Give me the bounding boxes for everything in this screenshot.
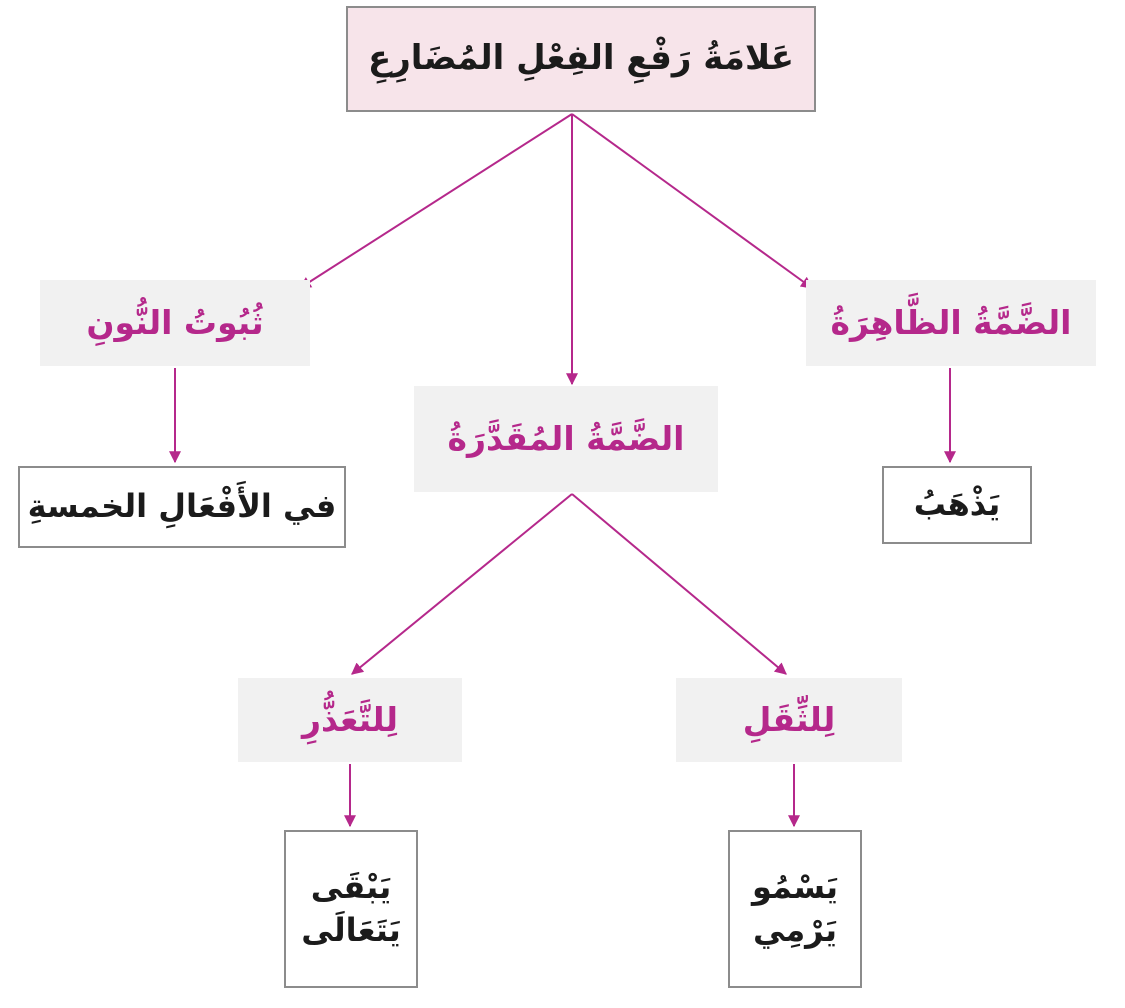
example-box-thiqal: يَسْمُو يَرْمِي — [728, 830, 862, 988]
category-label-muqaddara: الضَّمَّةُ المُقَدَّرَةُ — [447, 418, 685, 458]
category-node-dhahira: الضَّمَّةُ الظَّاهِرَةُ — [806, 280, 1096, 366]
arrow-root-to-nun — [298, 113, 573, 289]
category-node-nun: ثُبُوتُ النُّونِ — [40, 280, 310, 366]
category-label-thiqal: لِلثِّقَلِ — [742, 699, 836, 739]
arrow-root-to-dhahira — [571, 113, 813, 289]
category-node-muqaddara: الضَّمَّةُ المُقَدَّرَةُ — [414, 386, 718, 492]
example-box-yadhhabu: يَذْهَبُ — [882, 466, 1032, 544]
root-label: عَلامَةُ رَفْعِ الفِعْلِ المُضَارِعِ — [368, 38, 794, 79]
example-line: في الأَفْعَالِ الخمسةِ — [27, 487, 337, 526]
category-label-taadhur: لِلتَّعَذُّرِ — [301, 699, 399, 739]
example-line: يَرْمِي — [752, 911, 838, 949]
root-node: عَلامَةُ رَفْعِ الفِعْلِ المُضَارِعِ — [346, 6, 816, 112]
category-node-thiqal: لِلثِّقَلِ — [676, 678, 902, 762]
arrow-muqaddara-to-taadhur — [351, 493, 573, 675]
arrow-muqaddara-to-thiqal — [571, 493, 787, 675]
example-line: يَسْمُو — [751, 867, 839, 906]
category-label-nun: ثُبُوتُ النُّونِ — [86, 302, 264, 342]
category-node-taadhur: لِلتَّعَذُّرِ — [238, 678, 462, 762]
example-line: يَذْهَبُ — [913, 485, 1001, 524]
example-box-taadhur: يَبْقَى يَتَعَالَى — [284, 830, 418, 988]
example-box-afal-khamsa: في الأَفْعَالِ الخمسةِ — [18, 466, 346, 548]
example-line: يَتَعَالَى — [301, 911, 401, 949]
example-line: يَبْقَى — [310, 867, 392, 906]
category-label-dhahira: الضَّمَّةُ الظَّاهِرَةُ — [830, 302, 1072, 342]
